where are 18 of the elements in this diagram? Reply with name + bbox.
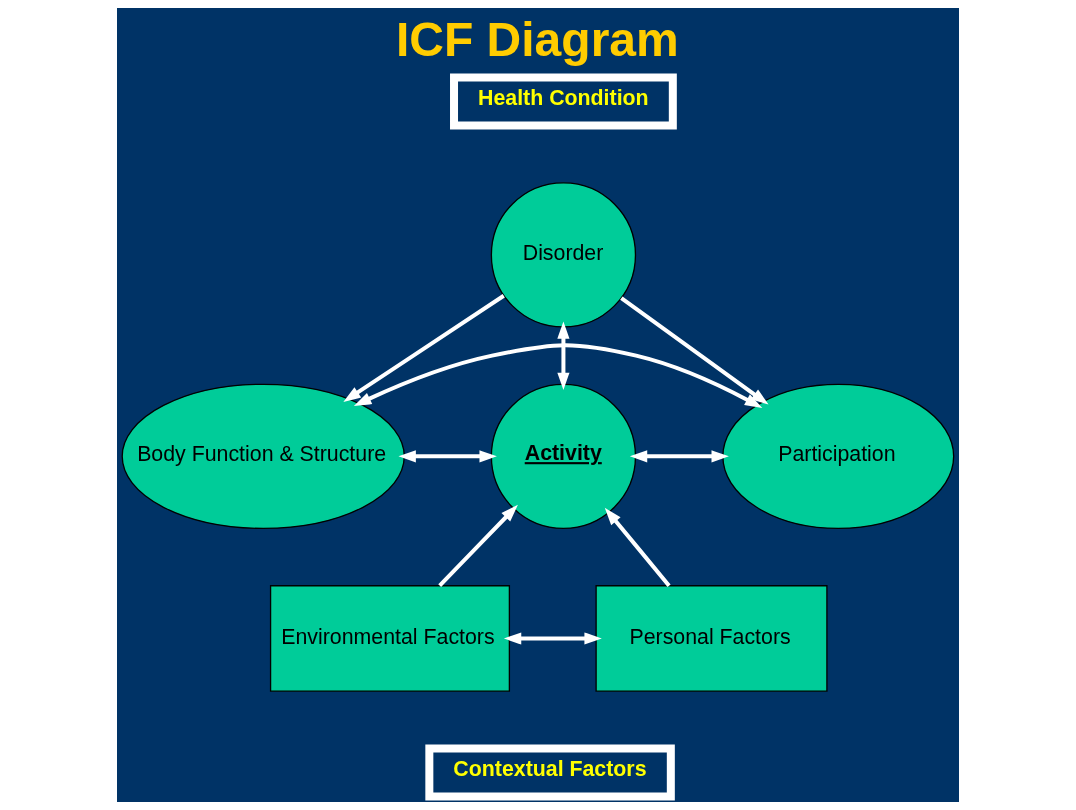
node-ellipse: Body Function & Structure — [121, 383, 405, 530]
arrow — [343, 294, 505, 402]
node-circle: Activity — [490, 383, 637, 530]
arrow — [438, 504, 518, 588]
node-box: Environmental Factors — [269, 585, 511, 692]
arrow — [353, 343, 763, 408]
node-ellipse: Participation — [722, 383, 955, 530]
arrow — [620, 296, 769, 405]
diagram-title: ICF Diagram — [395, 12, 679, 66]
arrow — [604, 507, 671, 587]
arrow — [503, 632, 602, 645]
node-box: Health Condition — [450, 73, 677, 130]
node-box: Contextual Factors — [425, 744, 675, 801]
arrow — [398, 450, 497, 463]
arrow — [629, 450, 729, 463]
node-circle: Disorder — [490, 182, 637, 328]
node-box: Personal Factors — [595, 585, 828, 692]
arrow — [557, 321, 570, 391]
